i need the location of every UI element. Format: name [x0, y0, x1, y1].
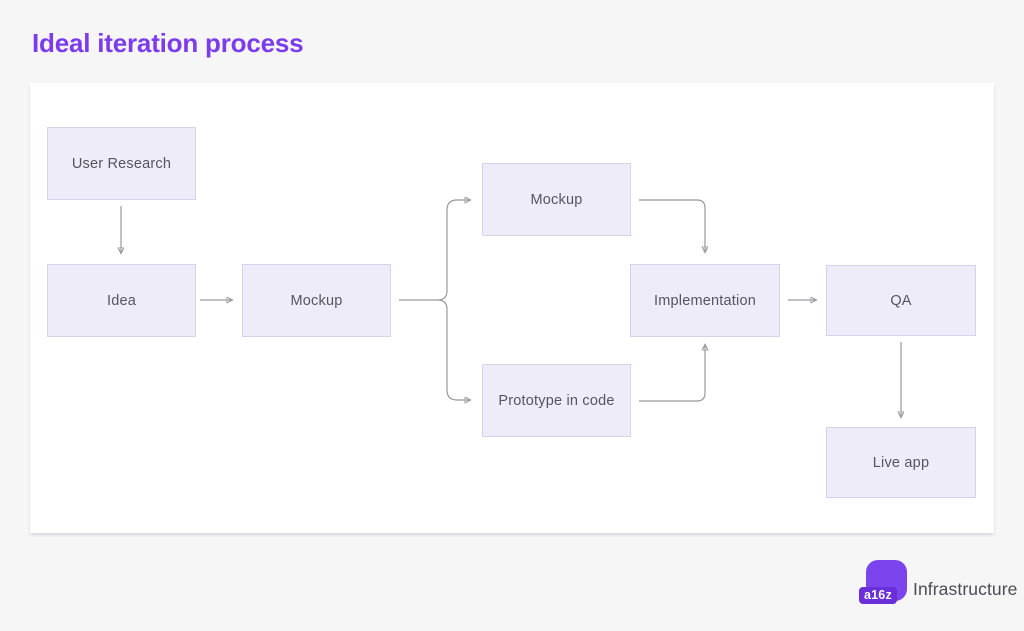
node-mockup-upper: Mockup: [482, 163, 631, 236]
node-live-app: Live app: [826, 427, 976, 498]
node-user-research: User Research: [47, 127, 196, 200]
node-mockup: Mockup: [242, 264, 391, 337]
node-qa: QA: [826, 265, 976, 336]
node-qa-label: QA: [890, 292, 912, 309]
node-mockup-upper-label: Mockup: [530, 191, 583, 208]
a16z-infrastructure-logo: a16z Infrastructure: [859, 560, 1018, 604]
node-idea-label: Idea: [106, 292, 137, 309]
node-user-research-label: User Research: [71, 155, 172, 172]
page-title: Ideal iteration process: [32, 28, 304, 58]
a16z-logo-text: a16z: [859, 587, 897, 604]
node-live-app-label: Live app: [872, 454, 930, 471]
infrastructure-wordmark: Infrastructure: [913, 579, 1018, 599]
node-prototype-in-code: Prototype in code: [482, 364, 631, 437]
edge-prototype-to-implementation: [639, 345, 705, 402]
node-prototype-in-code-label: Prototype in code: [498, 392, 615, 409]
diagram-canvas: User Research Idea Mockup Mockup Prototy…: [30, 83, 994, 533]
node-idea: Idea: [47, 264, 196, 337]
edge-mockup-to-prototype-lower: [438, 299, 470, 400]
a16z-logo-icon: a16z: [859, 560, 907, 604]
node-mockup-label: Mockup: [290, 292, 343, 309]
edge-mockup-upper-to-implementation: [639, 199, 705, 252]
node-implementation: Implementation: [630, 264, 780, 337]
edge-mockup-to-mockup-upper: [399, 200, 470, 301]
node-implementation-label: Implementation: [654, 292, 756, 309]
